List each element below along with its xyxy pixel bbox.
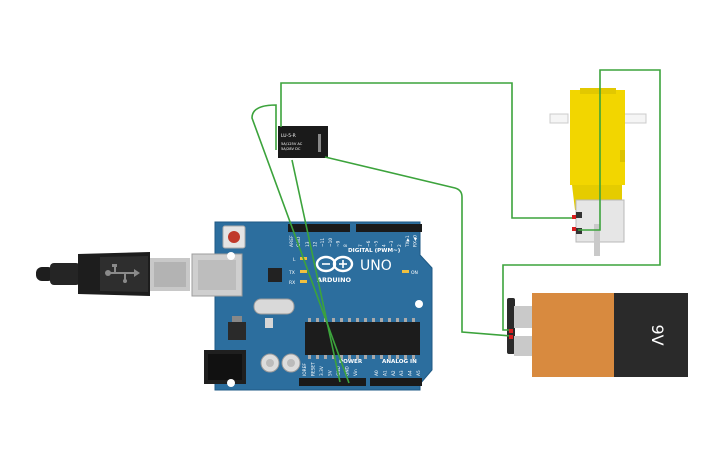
aref-label: AREF <box>289 235 295 247</box>
battery-label: 9V <box>648 324 667 345</box>
led-label-tx: TX <box>288 270 295 276</box>
digital-pin-label: ~6 <box>366 240 372 247</box>
analog-pin-label: A4 <box>408 370 414 376</box>
chip-pin <box>348 355 351 359</box>
chip-pin <box>308 355 311 359</box>
board-model: UNO <box>360 258 392 274</box>
chip-pin <box>316 355 319 359</box>
wire-relay-to-pin <box>291 159 341 383</box>
crystal-oscillator <box>253 298 295 315</box>
board-brand: ARDUINO <box>317 276 352 284</box>
digital-pin-label: ~3 <box>389 240 395 247</box>
digital-pin-label: 12 <box>313 241 319 247</box>
digital-pin-label: 4 <box>381 244 387 247</box>
chip-pin <box>324 355 327 359</box>
analog-label: ANALOG IN <box>382 359 417 365</box>
analog-pin-label: A5 <box>416 370 422 376</box>
analog-pin-label: A2 <box>391 370 397 376</box>
analog-pin-label: A1 <box>382 370 388 376</box>
wire-relay-to-gnd <box>251 104 350 384</box>
wire-battery-to-motor <box>502 69 661 331</box>
chip-pin <box>316 318 319 322</box>
chip-pin <box>404 355 407 359</box>
led-label-rx: RX <box>289 280 295 286</box>
chip-pin <box>340 318 343 322</box>
digital-pin-label: 13 <box>305 241 311 247</box>
power-label: POWER <box>339 359 363 365</box>
chip-pin <box>380 318 383 322</box>
digital-header-right[interactable] <box>356 224 422 232</box>
chip-pin <box>308 318 311 322</box>
power-pin-label: IOREF <box>302 363 308 376</box>
chip-pin <box>372 355 375 359</box>
usb-chip <box>268 268 282 282</box>
dc-gear-motor[interactable] <box>549 88 647 256</box>
relay-model: LU-5-R <box>281 133 296 139</box>
relay-rating-dc: 5A/28V DC <box>281 147 301 151</box>
chip-pin <box>356 355 359 359</box>
digital-pin-label: ~5 <box>374 240 380 247</box>
power-pin-label: RESET <box>311 362 317 376</box>
voltage-regulator <box>228 322 246 340</box>
arduino-logo <box>315 255 354 273</box>
digital-pin-label: 2 <box>397 244 403 247</box>
chip-pin <box>412 318 415 322</box>
digital-pin-label: TX▶1 <box>405 235 411 248</box>
digital-pin-label: 7 <box>358 244 364 247</box>
digital-header-left[interactable] <box>288 224 350 232</box>
wires[interactable] <box>251 69 661 384</box>
chip-pin <box>332 355 335 359</box>
battery-9v[interactable]: 9V <box>507 293 688 377</box>
chip-pin <box>348 318 351 322</box>
chip-pin <box>396 355 399 359</box>
power-pin-label: 5V <box>328 370 334 376</box>
digital-pin-label: ~10 <box>328 238 334 247</box>
gnd-label: GND <box>296 236 302 247</box>
power-pin-label: Vin <box>353 369 359 376</box>
digital-pin-label: 8 <box>343 244 349 247</box>
chip-pin <box>372 318 375 322</box>
arduino-logo-marks <box>322 260 347 268</box>
chip-pin <box>404 318 407 322</box>
digital-pin-label: ~9 <box>335 240 341 247</box>
led-label-l: L <box>293 257 296 263</box>
wire-endpoints <box>509 215 576 339</box>
chip-pin <box>380 355 383 359</box>
wire-relay-to-motor <box>280 82 575 219</box>
usb-cable[interactable] <box>36 252 190 296</box>
chip-pin <box>388 318 391 322</box>
analog-pin-label: A3 <box>399 370 405 376</box>
chip-pin <box>356 318 359 322</box>
chip-pin <box>388 355 391 359</box>
relay[interactable]: LU-5-R 5A/125V AC 5A/28V DC <box>278 126 328 158</box>
digital-header-label: DIGITAL (PWM~) <box>348 248 401 254</box>
led-label-on: ON <box>411 270 418 276</box>
relay-rating-ac: 5A/125V AC <box>281 142 303 146</box>
digital-pin-label: RX◀0 <box>413 235 419 247</box>
usb-icon <box>105 264 140 283</box>
analog-pin-label: A0 <box>374 370 380 376</box>
wire-relay-to-battery <box>324 156 512 337</box>
power-pin-label: GND <box>345 365 351 376</box>
chip-pin <box>364 318 367 322</box>
digital-pin-label: ~11 <box>320 238 326 247</box>
power-pin-label: GND <box>336 365 342 376</box>
chip-pin <box>396 318 399 322</box>
analog-header[interactable] <box>370 378 422 386</box>
chip-pin <box>412 355 415 359</box>
chip-pin <box>364 355 367 359</box>
atmega-chip <box>305 318 420 359</box>
power-header[interactable] <box>299 378 366 386</box>
chip-pin <box>332 318 335 322</box>
chip-pin <box>340 355 343 359</box>
power-pin-label: 3.3V <box>319 366 325 376</box>
